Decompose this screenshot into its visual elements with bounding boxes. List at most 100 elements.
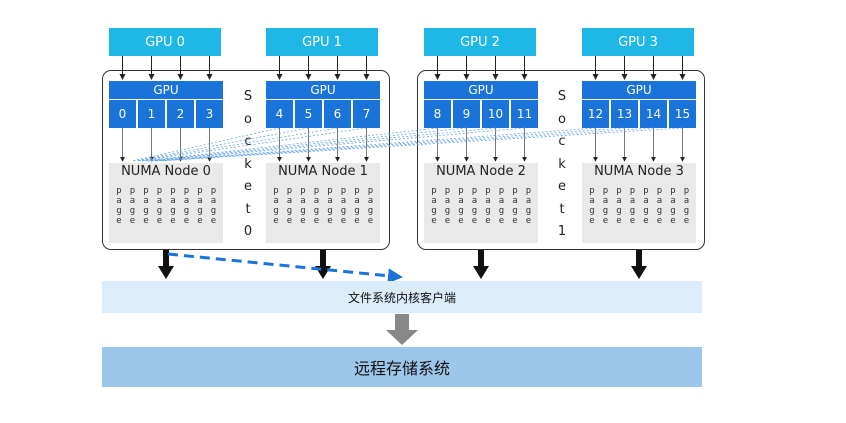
- page-letter: e: [683, 216, 690, 226]
- page-letter: e: [143, 216, 149, 226]
- page-letter: a: [629, 196, 636, 206]
- page-letter: a: [589, 196, 595, 206]
- page-letter: p: [602, 186, 609, 196]
- gpu-top-box-3: GPU 3: [582, 28, 694, 56]
- page-letter: e: [156, 216, 163, 226]
- page-letter: g: [143, 206, 149, 216]
- page-letter: p: [431, 186, 437, 196]
- gpu-block-header-1: GPU: [266, 81, 380, 99]
- page-letter: p: [197, 186, 203, 196]
- io-down-arrow-head: [158, 266, 174, 279]
- page-letter: p: [170, 186, 176, 196]
- page-letter: p: [616, 186, 622, 196]
- page-letter: g: [444, 206, 451, 216]
- cross-numa-dashed-link: [151, 127, 596, 162]
- socket-label-char: 1: [557, 224, 567, 239]
- page-letter: a: [683, 196, 690, 206]
- page-letter: a: [485, 196, 491, 206]
- cross-numa-dashed-link: [159, 127, 683, 162]
- gpu-cell-15: 15: [669, 100, 696, 128]
- socket-label-char: k: [244, 156, 252, 172]
- cross-numa-dashed-link: [131, 127, 280, 162]
- page-letter: p: [143, 186, 149, 196]
- socket-label-char: t: [245, 201, 251, 217]
- page-letter: p: [656, 186, 663, 196]
- gpu-cell-2: 2: [167, 100, 194, 128]
- page-letter: e: [589, 216, 595, 226]
- gpu-cell-8: 8: [424, 100, 451, 128]
- storage-down-arrow-head: [386, 330, 418, 345]
- page-letter: e: [210, 216, 217, 226]
- cross-numa-dashed-link: [144, 127, 467, 162]
- numa-node-label: NUMA Node 2: [436, 164, 526, 179]
- page-letter: a: [210, 196, 217, 206]
- io-down-arrow-head: [473, 266, 489, 279]
- page-letter: a: [512, 196, 518, 206]
- gpu-block-header-2: GPU: [424, 81, 538, 99]
- page-letter: a: [431, 196, 437, 206]
- page-letter: g: [327, 206, 333, 216]
- page-letter: g: [629, 206, 636, 216]
- page-letter: e: [170, 216, 176, 226]
- page-letter: p: [286, 186, 293, 196]
- page-letter: g: [498, 206, 505, 216]
- page-letter: p: [498, 186, 505, 196]
- socket-label-char: S: [557, 89, 567, 104]
- page-letter: g: [170, 206, 176, 216]
- gpu-cell-10: 10: [482, 100, 509, 128]
- numa-node-label: NUMA Node 0: [121, 164, 211, 179]
- page-letter: a: [525, 196, 532, 206]
- page-letter: g: [183, 206, 190, 216]
- page-letter: e: [431, 216, 437, 226]
- page-letter: p: [340, 186, 347, 196]
- page-letter: p: [458, 186, 464, 196]
- page-letter: a: [498, 196, 505, 206]
- page-letter: g: [670, 206, 676, 216]
- page-letter: e: [656, 216, 663, 226]
- cross-numa-dashed-link: [149, 127, 525, 162]
- cross-numa-dashed-link: [154, 127, 625, 162]
- socket-label-char: e: [244, 179, 252, 194]
- page-letter: a: [458, 196, 464, 206]
- page-letter: p: [313, 186, 320, 196]
- socket-label-char: S: [243, 89, 253, 104]
- page-letter: g: [367, 206, 374, 216]
- page-letter: p: [589, 186, 595, 196]
- page-letter: e: [444, 216, 451, 226]
- cross-numa-dashed-link: [136, 127, 338, 162]
- page-letter: g: [273, 206, 279, 216]
- page-letter: g: [512, 206, 518, 216]
- page-letter: g: [431, 206, 437, 216]
- page-letter: a: [444, 196, 451, 206]
- io-down-arrow-shaft: [636, 250, 642, 268]
- page-letter: g: [471, 206, 478, 216]
- page-letter: a: [273, 196, 279, 206]
- page-letter: p: [354, 186, 360, 196]
- page-letter: a: [197, 196, 203, 206]
- page-letter: g: [116, 206, 122, 216]
- page-letter: g: [616, 206, 622, 216]
- page-letter: a: [116, 196, 122, 206]
- remote-access-dashed-arrow: [167, 252, 403, 284]
- page-letter: p: [183, 186, 190, 196]
- page-letter: e: [602, 216, 609, 226]
- gpu-cell-1: 1: [138, 100, 165, 128]
- page-letter: p: [444, 186, 451, 196]
- gpu-block-header-0: GPU: [109, 81, 223, 99]
- cross-numa-dashed-link: [156, 127, 654, 162]
- page-letter: g: [602, 206, 609, 216]
- page-letter: p: [485, 186, 491, 196]
- page-letter: p: [327, 186, 333, 196]
- page-letter: g: [525, 206, 532, 216]
